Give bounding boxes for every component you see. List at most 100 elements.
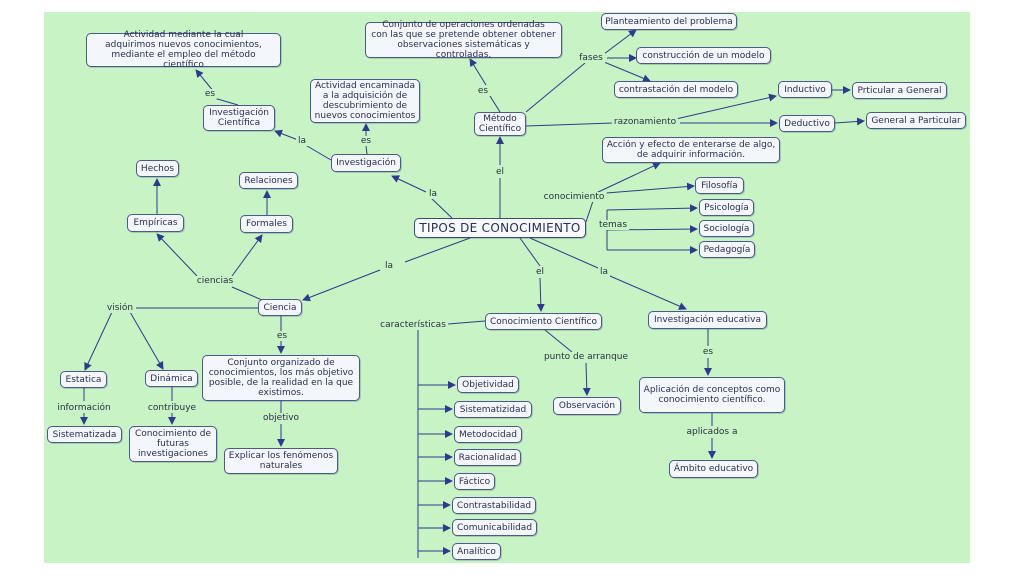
link-label-la: la [382,261,396,271]
node-actividad-definicion[interactable]: Actividad mediante la cual adquirimos nu… [86,30,281,70]
link-label-ciencias: ciencias [194,276,236,286]
node-contrastabilidad[interactable]: Contrastabilidad [452,497,536,514]
connector-line [469,58,487,86]
node-conjunto-operaciones[interactable]: Conjunto de operaciones ordenadas con la… [365,20,562,60]
node-formales[interactable]: Formales [240,215,293,233]
node-factico[interactable]: Fáctico [454,473,495,490]
link-label-aplicados-a: aplicados a [684,427,740,437]
root-node[interactable]: TIPOS DE CONOCIMIENTO [414,218,586,238]
node-empiricas[interactable]: Empíricas [127,214,184,232]
node-filosofia[interactable]: Filosofía [695,177,744,194]
connector-line [536,277,545,312]
link-label-es: es [475,86,491,96]
connector-line [585,197,595,223]
connector-line [391,175,427,193]
link-label-es: es [274,331,290,341]
link-label-es: es [700,347,716,357]
node-objetividad[interactable]: Objetividad [457,376,519,393]
link-label-objetivo: objetivo [260,413,302,423]
node-explicar-fenomenos[interactable]: Explicar los fenómenos naturales [224,448,338,474]
node-particular-general[interactable]: Prticular a General [852,82,947,99]
node-investigacion-cientifica[interactable]: Investigación Científica [203,105,275,131]
node-deductivo[interactable]: Deductivo [779,115,835,132]
node-aplicacion-conceptos[interactable]: Aplicación de conceptos como conocimient… [639,377,785,413]
connector-line [593,182,695,195]
link-label-caracteristicas: características [378,320,448,330]
node-racionalidad[interactable]: Racionalidad [454,449,521,466]
node-general-particular[interactable]: General a Particular [866,112,966,129]
connector-line [213,97,239,106]
link-label-informacion: información [55,403,113,413]
connector-line [603,29,637,55]
node-actividad-encaminada[interactable]: Actividad encaminada a la adquisición de… [310,79,420,123]
connector-line [544,329,573,353]
link-label-temas: temas [596,220,630,230]
node-sistematizada[interactable]: Sistematizada [47,426,122,443]
link-label-vision: visión [104,303,136,313]
link-label-la: la [426,189,440,199]
connector-line [603,61,651,83]
node-pedagogia[interactable]: Pedagogía [699,241,755,258]
node-conocimiento-futuras[interactable]: Conocimiento de futuras investigaciones [129,426,217,462]
connector-line [834,117,865,126]
node-estatica[interactable]: Estatica [60,371,107,388]
connector-line [609,275,687,310]
connector-line [129,311,164,370]
connector-line [365,145,368,155]
node-construccion[interactable]: construcción de un modelo [636,47,771,64]
node-investigacion-educativa[interactable]: Investigación educativa [648,311,767,329]
connector-line [195,69,215,93]
connector-line [529,237,599,269]
link-label-razonamiento: razonamiento [611,117,679,127]
connector-line [231,234,263,277]
node-metodo-cientifico[interactable]: Método Científico [474,112,526,136]
connector-line [606,204,698,213]
connector-line [525,122,614,127]
connector-line [675,93,777,120]
node-hechos[interactable]: Hechos [136,160,179,177]
link-label-conocimiento: conocimiento [541,192,607,202]
connector-line [447,320,486,325]
connector-line [156,233,198,277]
node-ciencia[interactable]: Ciencia [258,299,302,316]
connector-line [404,237,471,263]
link-label-punto-arranque: punto de arranque [541,352,631,362]
node-inductivo[interactable]: Inductivo [778,81,832,98]
connector-line [231,286,263,301]
connector-line [593,162,661,195]
link-label-es: es [202,89,218,99]
node-conocimiento-cientifico[interactable]: Conocimiento Científico [485,313,602,330]
node-accion-efecto[interactable]: Acción y efecto de enterarse de algo, de… [602,137,780,163]
link-label-es: es [358,136,374,146]
node-metodocidad[interactable]: Metodocidad [454,426,522,443]
link-label-contribuye: contribuye [145,403,199,413]
connector-line [525,62,586,113]
node-analitico[interactable]: Analítico [452,543,501,560]
link-label-la: la [597,267,611,277]
node-ambito-educativo[interactable]: Ámbito educativo [669,460,758,478]
node-planteamiento[interactable]: Planteamiento del problema [601,13,737,30]
connector-line [429,196,453,219]
node-investigacion[interactable]: Investigación [331,154,401,172]
node-sistematizidad[interactable]: Sistematizidad [454,401,532,418]
node-comunicabilidad[interactable]: Comunicabilidad [452,519,537,536]
connector-line [84,311,113,371]
node-contrastacion[interactable]: contrastación del modelo [614,81,738,98]
link-label-el: el [493,167,507,177]
node-conjunto-organizado[interactable]: Conjunto organizado de conocimientos, lo… [202,355,360,401]
connector-line [274,129,299,141]
connector-line [489,95,501,113]
node-relaciones[interactable]: Relaciones [239,172,298,189]
link-label-la: la [295,136,309,146]
node-psicologia[interactable]: Psicología [699,199,754,216]
link-label-fases: fases [577,53,605,63]
connector-line [302,269,381,302]
concept-map-background [44,12,970,563]
node-sociologia[interactable]: Sociología [699,220,754,237]
node-observacion[interactable]: Observación [553,397,621,415]
connector-line [582,362,591,396]
connector-line [519,237,541,267]
node-dinamica[interactable]: Dinámica [145,370,198,387]
link-label-el: el [533,267,547,277]
